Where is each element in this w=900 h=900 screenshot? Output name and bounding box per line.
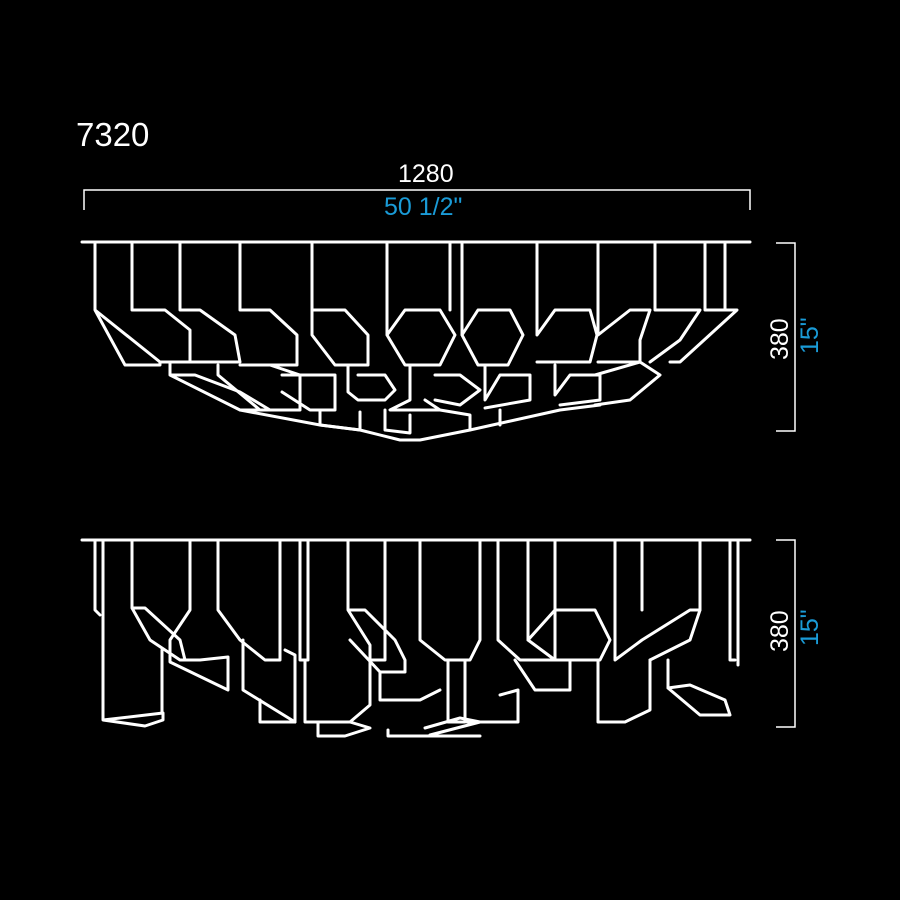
front-height-dimension-line <box>776 242 796 432</box>
width-mm-label: 1280 <box>398 160 454 188</box>
model-number: 7320 <box>76 116 150 153</box>
side-height-dimension-line <box>776 539 796 728</box>
front-view-drawing <box>80 240 752 442</box>
width-inch-label: 50 1/2" <box>384 193 463 221</box>
width-dimension-line <box>83 189 751 210</box>
side-view-drawing <box>80 538 752 738</box>
